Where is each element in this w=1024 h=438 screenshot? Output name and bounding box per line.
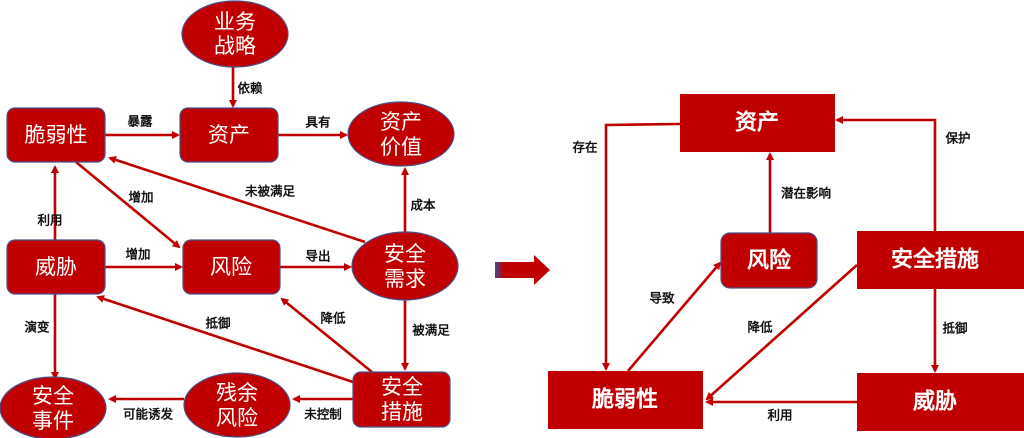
node-business-strategy: 业务 战略 bbox=[181, 0, 289, 68]
label-depends: 依赖 bbox=[237, 81, 263, 96]
label-evolves: 演变 bbox=[24, 320, 50, 335]
label-exploits: 利用 bbox=[767, 408, 792, 423]
svg-text:风险: 风险 bbox=[747, 248, 792, 274]
node-security-incident: 安全 事件 bbox=[0, 376, 107, 438]
node-security-measure: 安全 措施 bbox=[352, 371, 451, 428]
node-asset-value: 资产 价值 bbox=[347, 101, 455, 167]
label-reduces: 降低 bbox=[747, 320, 773, 335]
svg-text:事件: 事件 bbox=[32, 409, 74, 433]
right-arrow-icon bbox=[495, 255, 550, 285]
node-vulnerability: 脆弱性 bbox=[6, 107, 106, 163]
label-exists: 存在 bbox=[571, 140, 597, 155]
svg-text:安全: 安全 bbox=[32, 384, 74, 408]
svg-text:安全措施: 安全措施 bbox=[891, 247, 979, 273]
node-asset: 资产 bbox=[680, 94, 835, 152]
svg-text:安全: 安全 bbox=[384, 242, 426, 266]
edge-unmet bbox=[108, 156, 366, 244]
edge-reduces bbox=[280, 297, 373, 374]
label-met: 被满足 bbox=[412, 323, 450, 338]
label-increase-1: 增加 bbox=[128, 190, 153, 205]
label-has: 具有 bbox=[304, 115, 330, 130]
label-may-trigger: 可能诱发 bbox=[123, 407, 174, 422]
node-risk: 风险 bbox=[720, 232, 818, 289]
svg-text:残余: 残余 bbox=[216, 381, 258, 405]
label-leads-to: 导致 bbox=[649, 291, 675, 306]
svg-text:需求: 需求 bbox=[384, 267, 426, 291]
edge-exists bbox=[602, 122, 681, 371]
svg-text:风险: 风险 bbox=[210, 255, 252, 279]
label-uncontrolled: 未控制 bbox=[303, 407, 342, 422]
label-exposes: 暴露 bbox=[126, 114, 153, 129]
svg-text:措施: 措施 bbox=[381, 400, 423, 424]
node-risk: 风险 bbox=[182, 239, 281, 295]
label-potential-impact: 潜在影响 bbox=[781, 186, 831, 201]
svg-text:战略: 战略 bbox=[214, 34, 256, 58]
node-vulnerability: 脆弱性 bbox=[548, 371, 703, 429]
svg-text:资产: 资产 bbox=[208, 123, 250, 147]
node-threat: 威胁 bbox=[857, 373, 1024, 431]
left-nodes: 业务 战略 脆弱性 资产 资产 价值 威胁 风险 安全 需求 bbox=[0, 0, 459, 438]
node-security-requirement: 安全 需求 bbox=[351, 231, 459, 301]
node-residual-risk: 残余 风险 bbox=[183, 372, 291, 438]
edge-leads-to bbox=[627, 261, 722, 372]
right-edges bbox=[602, 116, 939, 406]
left-edges bbox=[51, 67, 409, 403]
right-nodes: 资产 风险 安全措施 脆弱性 威胁 bbox=[548, 94, 1024, 431]
label-resists: 抵御 bbox=[942, 321, 968, 336]
svg-text:风险: 风险 bbox=[216, 406, 258, 430]
node-security-measure: 安全措施 bbox=[857, 231, 1024, 289]
label-cost: 成本 bbox=[410, 198, 436, 213]
svg-text:威胁: 威胁 bbox=[913, 389, 957, 415]
label-derives: 导出 bbox=[305, 249, 330, 264]
svg-text:业务: 业务 bbox=[214, 10, 256, 34]
edge-reduces bbox=[705, 264, 858, 401]
node-asset: 资产 bbox=[179, 107, 279, 163]
label-increase-2: 增加 bbox=[125, 247, 150, 262]
svg-text:资产: 资产 bbox=[380, 110, 422, 134]
label-protects: 保护 bbox=[944, 131, 970, 146]
label-resists: 抵御 bbox=[205, 316, 231, 331]
svg-text:脆弱性: 脆弱性 bbox=[592, 387, 658, 413]
label-exploits: 利用 bbox=[37, 213, 62, 228]
svg-text:价值: 价值 bbox=[380, 135, 422, 159]
svg-text:脆弱性: 脆弱性 bbox=[25, 123, 88, 147]
label-unmet: 未被满足 bbox=[244, 184, 296, 199]
edge-protects bbox=[835, 116, 937, 231]
svg-text:安全: 安全 bbox=[381, 375, 423, 399]
edge-resists bbox=[96, 295, 354, 384]
svg-text:资产: 资产 bbox=[735, 111, 779, 136]
left-edge-labels: 依赖 暴露 具有 未被满足 增加 利用 增加 导出 成本 被满足 降低 抵御 演… bbox=[24, 81, 450, 422]
right-edge-labels: 存在 潜在影响 保护 导致 降低 抵御 利用 bbox=[571, 131, 970, 423]
label-reduces: 降低 bbox=[320, 311, 346, 326]
node-threat: 威胁 bbox=[6, 239, 106, 295]
svg-text:威胁: 威胁 bbox=[35, 255, 77, 279]
edge-increase-vuln-risk bbox=[75, 160, 181, 249]
